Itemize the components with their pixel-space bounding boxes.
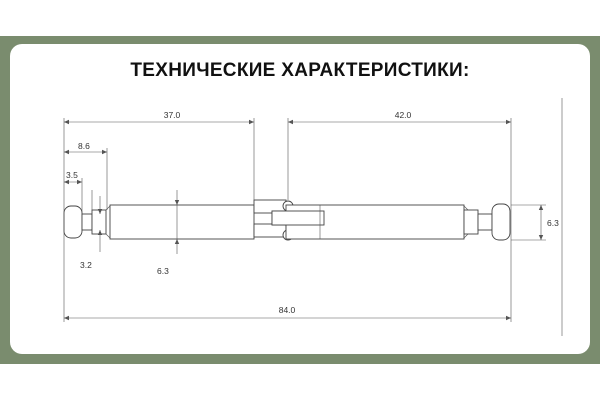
- dim-label-right-head-diameter: 6.3: [547, 218, 559, 228]
- dim-label-neck-diameter: 3.2: [80, 260, 92, 270]
- left-neck: [81, 213, 93, 231]
- dim-label-left-segment: 37.0: [164, 110, 181, 120]
- content-card: [10, 44, 590, 354]
- connector-bolt: [63, 199, 511, 241]
- left-fork-lower: [253, 223, 287, 238]
- left-head: [63, 205, 83, 239]
- dim-label-overall-length: 84.0: [279, 305, 296, 315]
- left-shaft: [109, 204, 255, 240]
- right-fork-slot: [271, 210, 325, 226]
- dim-label-right-segment: 42.0: [395, 110, 412, 120]
- page-title: ТЕХНИЧЕСКИЕ ХАРАКТЕРИСТИКИ:: [130, 60, 470, 81]
- dim-label-head-to-groove: 8.6: [78, 141, 90, 151]
- right-neck: [477, 213, 493, 231]
- right-head: [491, 203, 511, 241]
- dim-label-shaft-diameter: 6.3: [157, 266, 169, 276]
- dim-label-head-length: 3.5: [66, 170, 78, 180]
- left-collar: [91, 209, 107, 235]
- right-collar: [463, 209, 479, 235]
